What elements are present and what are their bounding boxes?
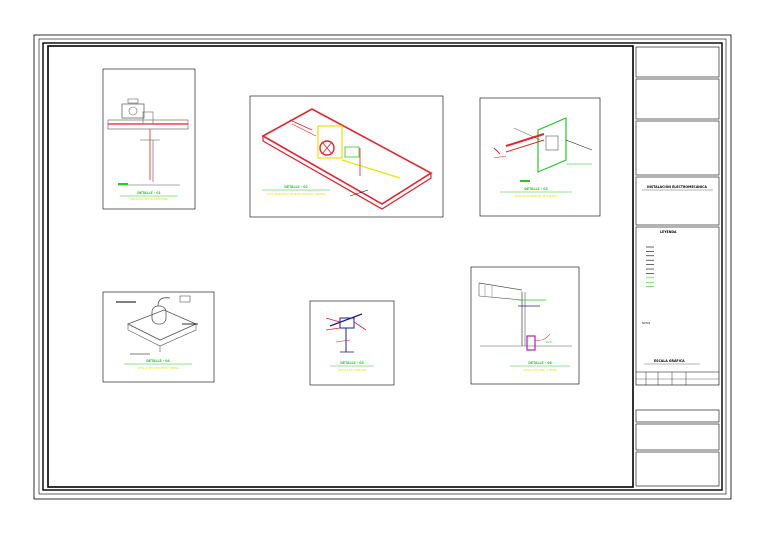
detail-01-title: DETALLE - 01	[137, 191, 160, 195]
detail-01-caption: UBICACION DE ELECTROBOMBA	[130, 198, 168, 201]
detail-04-title: DETALLE - 04	[146, 359, 170, 363]
legend-title: LEYENDA	[660, 230, 677, 234]
detail-05-caption: DETALLE DE CONEXION	[338, 369, 366, 372]
outer-frame	[33, 34, 732, 500]
pipe-support-drawing	[116, 295, 198, 355]
detail-03-title: DETALLE - 03	[524, 187, 547, 191]
detail-06-title: DETALLE - 06	[528, 361, 552, 365]
detail-06: DETALLE - 06 DETALLE DE POZO A TIERRA	[470, 266, 580, 385]
detail-04: DETALLE - 04 DETALLE DE SOPORTE DE TUBER…	[102, 291, 215, 383]
project-title: INSTALACIÓN ELECTROMECÁNICA	[647, 184, 707, 189]
detail-03: DETALLE - 03 DETALLE DE MONTAJE DE TABLE…	[479, 97, 601, 217]
detail-05: DETALLE - 05 DETALLE DE CONEXION	[309, 300, 395, 386]
detail-04-caption: DETALLE DE SOPORTE DE TUBERIA	[137, 367, 179, 370]
connection-drawing	[325, 313, 367, 353]
notes-title: NOTAS	[642, 322, 651, 325]
detail-01: DETALLE - 01 UBICACION DE ELECTROBOMBA	[102, 68, 196, 210]
detail-02-title: DETALLE - 02	[284, 185, 307, 189]
detail-03-caption: DETALLE DE MONTAJE DE TABLERO	[515, 195, 557, 198]
pump-unit-drawing	[107, 98, 189, 186]
legend-list	[646, 246, 654, 287]
inner-frame	[42, 42, 723, 491]
detail-06-caption: DETALLE DE POZO A TIERRA	[523, 369, 557, 372]
grounding-drawing	[478, 282, 572, 351]
detail-02-caption: VISTA ISOMETRICA DE INSTALACION DE TABLE…	[267, 193, 326, 196]
scale-label: ESCALA GRÁFICA	[654, 358, 685, 363]
isometric-slab-drawing	[261, 108, 433, 210]
detail-05-title: DETALLE - 05	[340, 361, 363, 365]
border-frame	[38, 38, 727, 495]
drawing-area	[47, 45, 634, 488]
title-block: INSTALACIÓN ELECTROMECÁNICA LEYENDA NOTA…	[635, 46, 720, 487]
panel-mount-drawing	[493, 117, 593, 182]
detail-02: DETALLE - 02 VISTA ISOMETRICA DE INSTALA…	[249, 95, 444, 218]
